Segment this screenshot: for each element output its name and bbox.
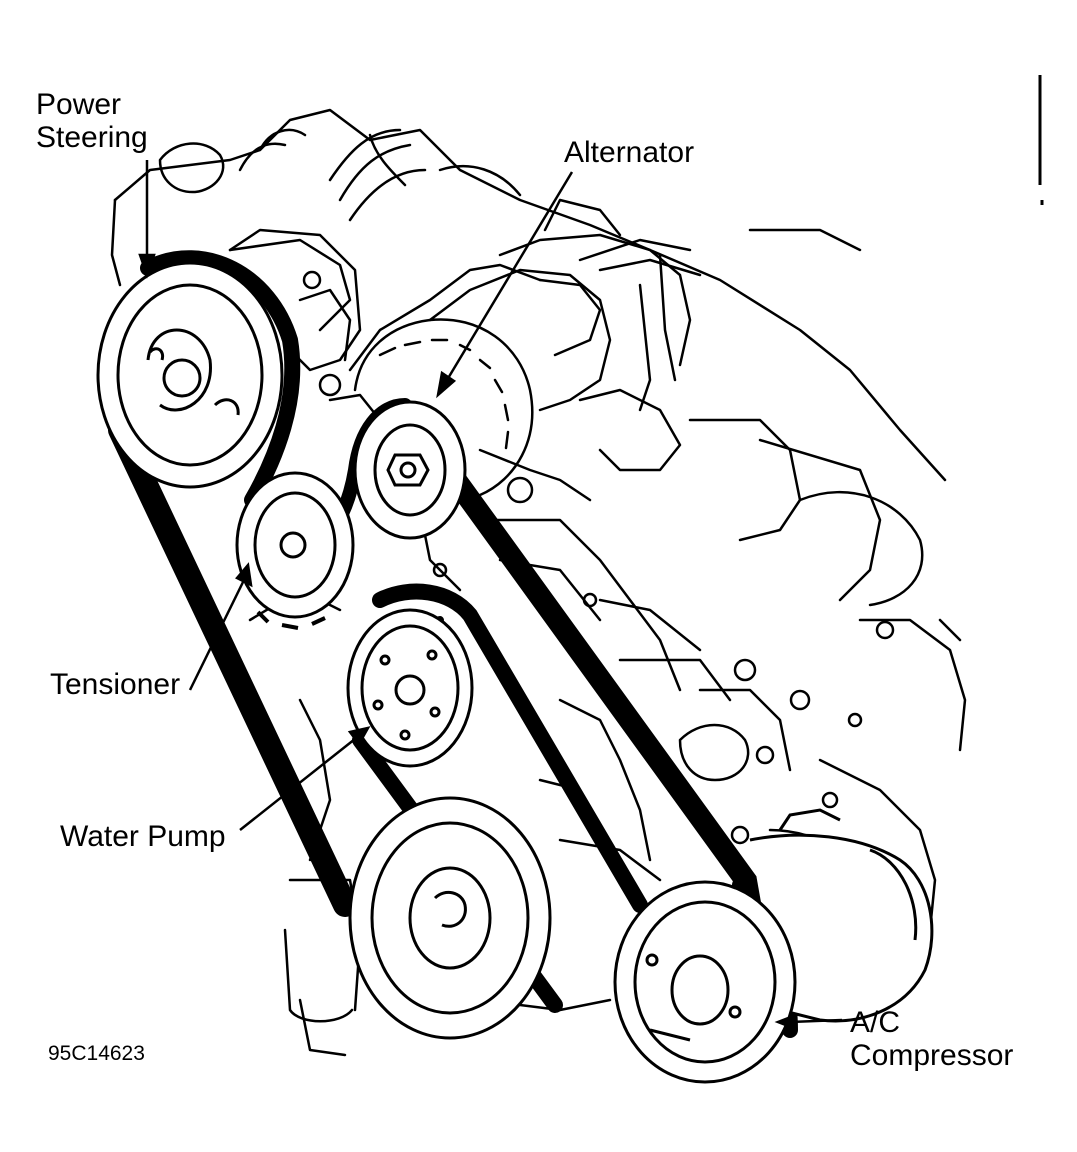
bolts bbox=[432, 562, 895, 845]
leader-water-pump bbox=[239, 726, 371, 831]
label-water-pump: Water Pump bbox=[60, 820, 226, 853]
crankshaft-pulley bbox=[348, 796, 552, 1040]
water-pump-pulley bbox=[346, 608, 474, 768]
label-power-steering-line2: Steering bbox=[36, 121, 148, 154]
label-power-steering: Power Steering bbox=[36, 88, 148, 154]
engine-block-outline bbox=[110, 108, 967, 1057]
tensioner-pulley bbox=[235, 471, 355, 630]
power-steering-pulley bbox=[96, 261, 284, 489]
alternator-pulley bbox=[353, 400, 467, 540]
frame-marks bbox=[1038, 75, 1044, 205]
power-steering-pump bbox=[228, 228, 362, 397]
label-power-steering-line1: Power bbox=[36, 88, 122, 121]
leader-lines bbox=[138, 160, 843, 1031]
leader-ac-compressor bbox=[774, 1013, 843, 1031]
leader-tensioner bbox=[188, 562, 253, 691]
hoses bbox=[238, 128, 702, 277]
label-ac-compressor-line2: Compressor bbox=[850, 1039, 1014, 1072]
label-ac-compressor-line1: A/C bbox=[850, 1006, 901, 1039]
leader-power-steering bbox=[138, 160, 156, 279]
figure-code: 95C14623 bbox=[48, 1042, 145, 1065]
label-alternator: Alternator bbox=[564, 136, 695, 169]
alternator-housing bbox=[353, 268, 612, 504]
label-ac-compressor: A/C Compressor bbox=[850, 1006, 1013, 1072]
ac-compressor-pulley bbox=[613, 880, 797, 1084]
label-tensioner: Tensioner bbox=[50, 668, 181, 701]
leader-alternator bbox=[436, 171, 574, 399]
